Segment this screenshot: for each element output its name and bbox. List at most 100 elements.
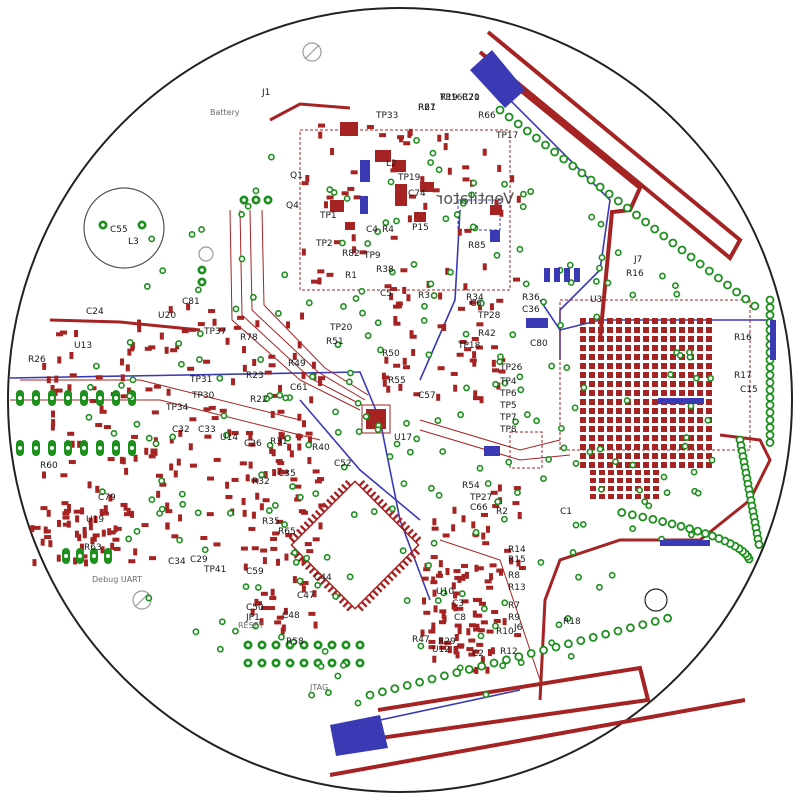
via-icon — [660, 473, 668, 481]
via-icon — [532, 133, 541, 143]
smd-pad-icon — [283, 607, 288, 615]
smd-pad-icon — [268, 363, 276, 368]
smd-pad-icon — [464, 347, 472, 352]
smd-pad-icon — [130, 510, 135, 518]
via-icon — [145, 594, 153, 602]
smd-pad-icon — [318, 522, 323, 530]
qfp-pin — [303, 521, 311, 528]
designator-label: TP18 — [457, 341, 481, 351]
via-icon — [598, 254, 606, 261]
via-icon — [477, 632, 485, 640]
via-icon — [439, 448, 447, 455]
smd-pad-icon — [477, 303, 482, 311]
via-icon — [370, 508, 378, 515]
bga-pad — [598, 417, 604, 423]
bga-pad — [643, 417, 649, 423]
via-icon — [258, 471, 265, 479]
via-icon — [514, 652, 524, 661]
smd-pad-icon — [270, 536, 278, 541]
via-icon — [220, 412, 228, 420]
via-icon — [685, 524, 695, 534]
bga-pad — [643, 336, 649, 342]
smd-pad-icon — [286, 321, 291, 329]
via-icon — [593, 313, 601, 321]
designator-label: R67 — [418, 103, 436, 113]
designator-label: TP30 — [191, 391, 215, 401]
mcu-qfp — [288, 479, 422, 612]
via-icon — [434, 597, 442, 604]
qfp-pin — [413, 548, 421, 556]
bga-pad — [589, 462, 595, 468]
smd-pad-icon — [32, 559, 37, 567]
via-icon — [321, 647, 329, 655]
smd-pad-icon — [208, 309, 216, 314]
via-icon — [194, 509, 202, 517]
smd-pad-icon — [278, 431, 283, 439]
smd-pad-icon — [68, 460, 76, 465]
smd-pad-icon — [165, 509, 173, 514]
bga-pad — [661, 444, 667, 450]
bga-pad — [670, 345, 676, 351]
smd-pad-icon — [432, 188, 440, 193]
designator-label: TP8 — [499, 425, 517, 435]
via-icon — [178, 360, 185, 368]
via-icon — [564, 615, 572, 622]
via-icon — [580, 384, 588, 391]
via-icon — [92, 362, 100, 370]
bga-pad — [590, 478, 596, 483]
via-icon — [501, 379, 509, 387]
via-icon — [358, 287, 366, 295]
qfp-pin — [318, 506, 326, 513]
smd-pad-icon — [472, 597, 480, 602]
bga-pad — [679, 318, 685, 324]
designator-label: TP28 — [477, 311, 501, 321]
bga-pad — [608, 494, 614, 499]
smd-pad-icon — [480, 656, 485, 664]
smd-pad-icon — [457, 306, 465, 311]
bga-pad — [661, 408, 667, 414]
via-icon — [614, 249, 622, 257]
via-icon — [723, 280, 732, 290]
via-icon — [244, 202, 252, 210]
smd-pad-icon — [459, 339, 467, 344]
bga-pad — [607, 390, 613, 396]
bga-pad — [634, 453, 640, 459]
bga-pad — [580, 408, 586, 414]
designator-label: R17 — [734, 371, 752, 381]
smd-pad-icon — [269, 446, 274, 454]
smd-pad-icon — [42, 362, 47, 370]
smd-pad-icon — [103, 505, 108, 513]
bga-pad — [706, 462, 712, 468]
smd-pad-icon — [274, 620, 282, 625]
bga-pad — [643, 444, 649, 450]
smd-pad-icon — [304, 542, 312, 547]
smd-pad-icon — [144, 346, 152, 351]
bga-pad — [697, 336, 703, 342]
smd-pad-icon — [382, 379, 387, 387]
smd-pad-icon — [504, 548, 512, 553]
via-icon — [732, 287, 741, 297]
qfp-pin — [383, 578, 391, 586]
via-icon — [501, 180, 508, 188]
smd-pad-icon — [469, 300, 477, 305]
bga-pad — [625, 336, 631, 342]
qfp-pin — [292, 532, 299, 540]
smd-pad-icon — [255, 492, 260, 500]
smd-pad-icon — [186, 303, 191, 311]
bga-pad — [625, 381, 631, 387]
smd-pad-icon — [141, 523, 149, 528]
via-icon — [676, 351, 684, 359]
bga-pad — [706, 327, 712, 333]
via-icon — [576, 636, 586, 645]
designator-label: C4 — [366, 225, 378, 235]
qfp-pin — [360, 601, 368, 608]
via-icon — [439, 671, 449, 681]
smd-pad-icon — [484, 579, 492, 584]
smd-pad-icon — [171, 534, 179, 539]
qfp-pin — [346, 604, 353, 612]
bga-pad — [589, 381, 595, 387]
via-icon — [159, 267, 167, 275]
smd-pad-icon — [341, 191, 349, 196]
via-icon — [750, 301, 760, 311]
smd-pad-icon — [248, 433, 253, 441]
